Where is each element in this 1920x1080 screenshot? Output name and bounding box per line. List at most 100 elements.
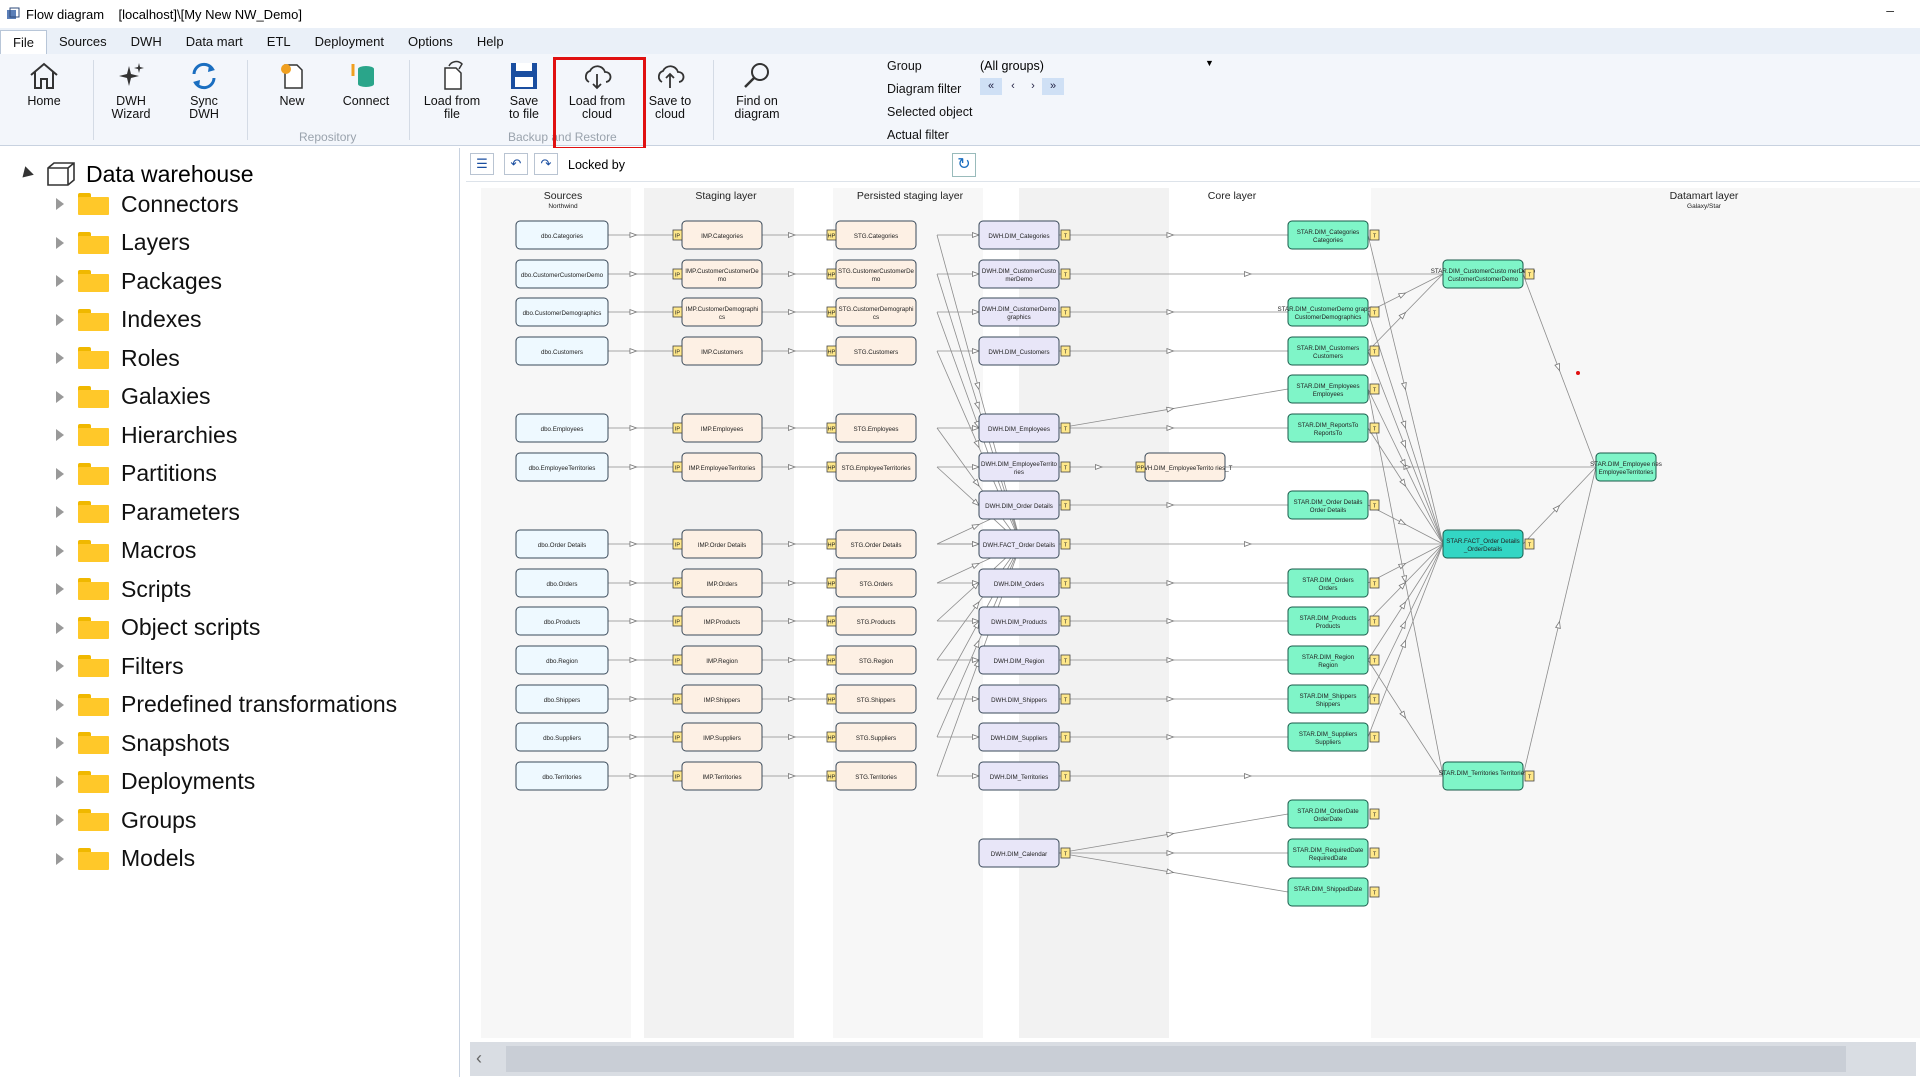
menu-etl[interactable]: ETL — [266, 34, 291, 49]
home-button[interactable]: Home — [9, 60, 79, 108]
tree-item-macros[interactable]: Macros — [56, 536, 196, 566]
sync-dwh-button[interactable]: Sync DWH — [169, 60, 239, 121]
source-node[interactable]: dbo.Suppliers — [515, 722, 609, 752]
tree-item-parameters[interactable]: Parameters — [56, 497, 240, 527]
tree-item-layers[interactable]: Layers — [56, 228, 190, 258]
tree-root[interactable]: Data warehouse — [18, 160, 254, 188]
expand-arrow-icon[interactable] — [56, 390, 64, 403]
tree-item-roles[interactable]: Roles — [56, 343, 180, 373]
tree-item-scripts[interactable]: Scripts — [56, 574, 191, 604]
menu-file[interactable]: File — [0, 30, 47, 54]
mart-node[interactable]: STAR.DIM_Employee riesEmployeeTerritorie… — [1590, 452, 1662, 482]
source-node[interactable]: dbo.Products — [515, 606, 609, 636]
dwh-wizard-button[interactable]: DWH Wizard — [96, 60, 166, 121]
redo-button[interactable]: ↷ — [534, 153, 558, 175]
expand-arrow-icon[interactable] — [56, 236, 64, 249]
source-node[interactable]: dbo.Shippers — [515, 684, 609, 714]
new-button[interactable]: New — [257, 60, 327, 108]
load-from-file-button[interactable]: Load from file — [417, 60, 487, 121]
scroll-left-icon[interactable]: ‹ — [476, 1048, 482, 1068]
source-node[interactable]: dbo.Territories — [515, 761, 609, 791]
tree-item-indexes[interactable]: Indexes — [56, 305, 202, 335]
source-node[interactable]: dbo.EmployeeTerritories — [515, 452, 609, 482]
tree-item-deployments[interactable]: Deployments — [56, 767, 255, 797]
expand-arrow-icon[interactable] — [56, 737, 64, 749]
source-node[interactable]: dbo.CustomerCustomerDemo — [515, 259, 609, 289]
tree-item-models[interactable]: Models — [56, 844, 195, 874]
expand-arrow-icon[interactable] — [56, 506, 64, 518]
filter-first-button[interactable]: « — [980, 78, 1002, 95]
expanded-arrow-icon[interactable] — [18, 166, 34, 182]
menu-dwh[interactable]: DWH — [130, 34, 162, 49]
connect-button[interactable]: Connect — [331, 60, 401, 108]
mart-node[interactable]: STAR.DIM_CustomerCusto merDemoCustomerCu… — [1431, 259, 1536, 289]
scroll-thumb[interactable] — [506, 1046, 1846, 1072]
tree-item-groups[interactable]: Groups — [56, 805, 196, 835]
expand-arrow-icon[interactable] — [56, 660, 64, 672]
expand-arrow-icon[interactable] — [56, 352, 64, 364]
menu-sources[interactable]: Sources — [58, 34, 107, 49]
source-node[interactable]: dbo.CustomerDemographics — [515, 297, 609, 327]
filter-next-button[interactable]: › — [1031, 80, 1035, 92]
save-to-cloud-button[interactable]: Save to cloud — [635, 60, 705, 121]
mart-node[interactable]: STAR.DIM_CustomerDemo graphicsCustomerDe… — [1278, 297, 1380, 327]
list-view-button[interactable]: ☰ — [470, 153, 494, 175]
source-node[interactable]: dbo.Categories — [515, 220, 609, 250]
tree-item-hierarchies[interactable]: Hierarchies — [56, 420, 237, 450]
minimize-button[interactable]: – — [1886, 2, 1894, 18]
source-node[interactable]: dbo.Customers — [515, 336, 609, 366]
tree-item-predefined-transformations[interactable]: Predefined transformations — [56, 690, 397, 720]
menu-data-mart[interactable]: Data mart — [185, 34, 243, 49]
expand-arrow-icon[interactable] — [56, 698, 64, 711]
source-node[interactable]: dbo.Region — [515, 645, 609, 675]
tree-item-object-scripts[interactable]: Object scripts — [56, 613, 260, 643]
tree-item-partitions[interactable]: Partitions — [56, 459, 217, 489]
expand-arrow-icon[interactable] — [56, 467, 64, 480]
find-on-diagram-button[interactable]: Find on diagram — [722, 60, 792, 121]
expand-arrow-icon[interactable] — [56, 429, 64, 441]
source-node[interactable]: dbo.Orders — [515, 568, 609, 598]
